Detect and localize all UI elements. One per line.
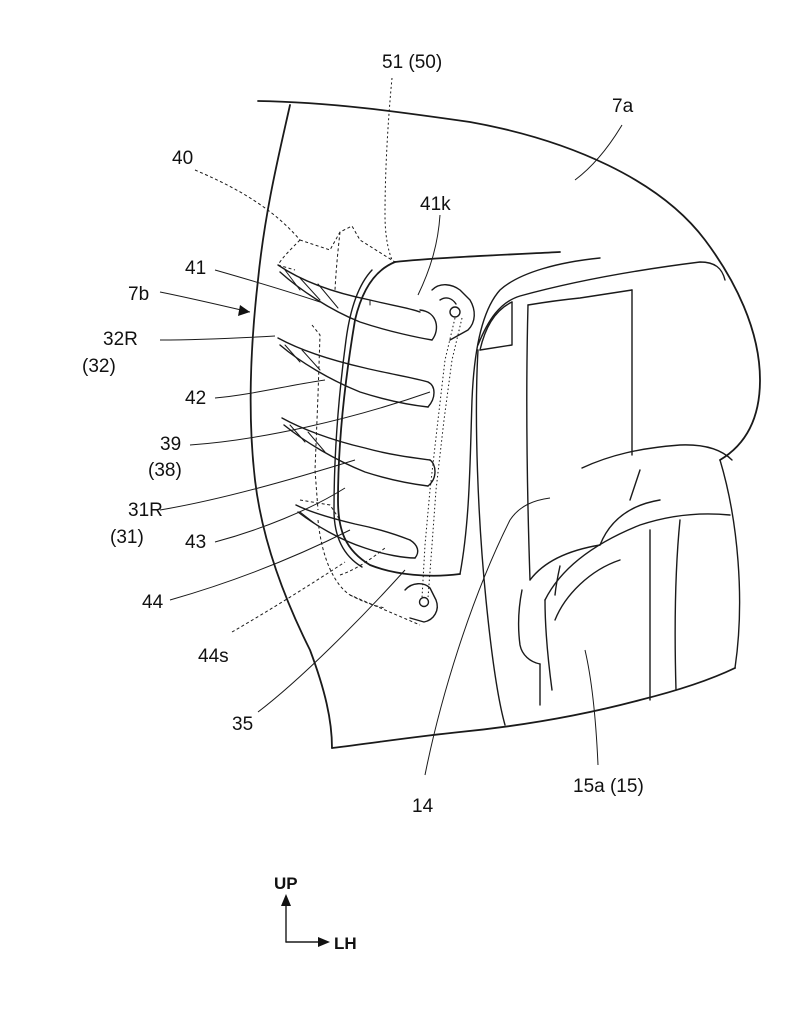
label-51: 51 (50)	[382, 52, 442, 73]
label-31: (31)	[110, 527, 144, 548]
label-31r: 31R	[128, 500, 163, 521]
axis-up-label: UP	[274, 874, 298, 893]
label-38: (38)	[148, 460, 182, 481]
label-41: 41	[185, 258, 206, 279]
label-44: 44	[142, 592, 164, 613]
axis-lh-label: LH	[334, 934, 357, 953]
label-44s: 44s	[198, 646, 229, 667]
direction-axes: UP LH	[274, 874, 357, 953]
louver-fins	[277, 264, 438, 559]
label-7a: 7a	[612, 96, 634, 117]
lh-arrow-icon	[318, 937, 330, 947]
body-panel-outline	[249, 100, 761, 749]
label-15a: 15a (15)	[573, 776, 644, 797]
reference-labels: 51 (50) 7a 40 41k 41 7b 32R (32) 42 39 (…	[82, 52, 644, 817]
label-7b: 7b	[128, 284, 149, 305]
label-43: 43	[185, 532, 206, 553]
label-39: 39	[160, 434, 181, 455]
lamp-unit-40	[277, 225, 421, 626]
label-42: 42	[185, 388, 206, 409]
mounting-brackets	[404, 284, 475, 623]
leader-lines	[159, 77, 623, 776]
label-35: 35	[232, 714, 253, 735]
up-arrow-icon	[281, 894, 291, 906]
label-14: 14	[412, 796, 434, 817]
label-32r: 32R	[103, 329, 138, 350]
label-41k: 41k	[420, 194, 451, 215]
inner-structure	[475, 261, 733, 726]
label-40: 40	[172, 148, 193, 169]
label-32: (32)	[82, 356, 116, 377]
